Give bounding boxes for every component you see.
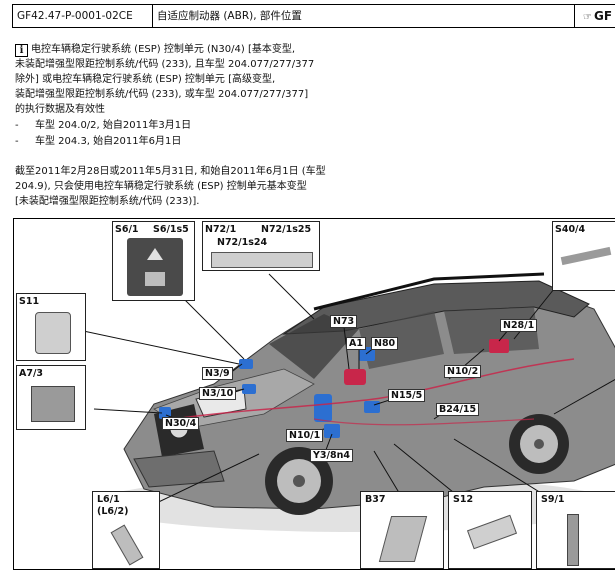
panel-n72-1: N72/1 N72/1s25 N72/1s24	[202, 221, 320, 271]
validity-note: 截至2011年2月28日或2011年5月31日, 和始自2011年6月1日 (车…	[15, 164, 326, 209]
label-s40-4: S40/4	[555, 224, 586, 235]
document-title: 自适应制动器 (ABR), 部件位置	[152, 5, 574, 27]
note-line: 204.9), 只会使用电控车辆稳定行驶系统 (ESP) 控制单元基本变型	[15, 181, 307, 192]
panel-s40-4: S40/4	[552, 221, 615, 291]
label-l6-1: L6/1	[97, 494, 120, 505]
intro-line-3: 装配增强型限距控制系统/代码 (233), 或车型 204.077/277/37…	[15, 89, 309, 100]
switch-panel-icon	[127, 238, 183, 296]
label-s6-1s5: S6/1s5	[153, 224, 189, 235]
tag-n10-1: N10/1	[286, 429, 324, 442]
label-a7-3: A7/3	[19, 368, 44, 379]
intro-line-1: 未装配增强型限距控制系统/代码 (233), 且车型 204.077/277/3…	[15, 59, 315, 70]
panel-l6: L6/1 (L6/2)	[92, 491, 160, 569]
note-line: [未装配增强型限距控制系统/代码 (233)].	[15, 196, 200, 207]
hydraulic-unit-icon	[31, 386, 75, 422]
label-s9-1: S9/1	[541, 494, 565, 505]
tag-n3-9: N3/9	[202, 367, 233, 380]
tag-n15-5: N15/5	[388, 389, 426, 402]
component-location-diagram: S6/1 S6/1s5 N72/1 N72/1s25 N72/1s24 S40/…	[13, 218, 615, 570]
panel-s9-1: S9/1	[536, 491, 615, 569]
tag-y3-8n4: Y3/8n4	[310, 449, 353, 462]
panel-b37: B37	[360, 491, 444, 569]
label-s6-1: S6/1	[115, 224, 139, 235]
brake-switch-icon	[466, 514, 518, 550]
document-id: GF42.47-P-0001-02CE	[12, 5, 152, 27]
pedal-sensor-icon	[378, 516, 428, 562]
intro-line-4: 的执行数据及有效性	[15, 104, 105, 115]
pointing-hand-icon: ☞	[583, 12, 592, 23]
tag-n3-10: N3/10	[199, 387, 237, 400]
gf-badge-text: GF	[593, 9, 613, 23]
tag-n30-4: N30/4	[162, 417, 200, 430]
sensor-icon	[35, 312, 71, 354]
vehicle-illustration	[94, 272, 615, 532]
note-line: 截至2011年2月28日或2011年5月31日, 和始自2011年6月1日 (车…	[15, 166, 326, 177]
label-b37: B37	[365, 494, 386, 505]
tag-n10-2: N10/2	[444, 365, 482, 378]
document-header: GF42.47-P-0001-02CE 自适应制动器 (ABR), 部件位置 ☞…	[12, 4, 615, 28]
tag-a1: A1	[346, 337, 366, 350]
tag-n80: N80	[371, 337, 399, 350]
info-icon: i	[15, 44, 28, 57]
brake-light-switch-icon	[567, 514, 579, 566]
tag-b24-15: B24/15	[436, 403, 480, 416]
panel-a7-3: A7/3	[16, 365, 86, 430]
tag-n28-1: N28/1	[500, 319, 538, 332]
stalk-icon	[560, 246, 612, 266]
panel-s12: S12	[448, 491, 532, 569]
label-n72-1s24: N72/1s24	[217, 237, 268, 248]
label-l6-2: (L6/2)	[97, 506, 129, 517]
gf-badge: ☞GF	[574, 5, 615, 27]
label-s12: S12	[453, 494, 474, 505]
control-strip-icon	[211, 252, 313, 268]
intro-line-2: 除外] 或电控车辆稳定行驶系统 (ESP) 控制单元 [高级变型,	[15, 74, 276, 85]
label-n72-1: N72/1	[205, 224, 237, 235]
panel-s6-1: S6/1 S6/1s5	[112, 221, 195, 301]
tag-n73: N73	[330, 315, 358, 328]
bullet-item: -车型 204.3, 始自2011年6月1日	[15, 136, 182, 147]
speed-sensor-icon	[110, 524, 144, 566]
bullet-item: -车型 204.0/2, 始自2011年3月1日	[15, 120, 192, 131]
label-n72-1s25: N72/1s25	[261, 224, 312, 235]
label-s11: S11	[19, 296, 40, 307]
panel-s11: S11	[16, 293, 86, 361]
